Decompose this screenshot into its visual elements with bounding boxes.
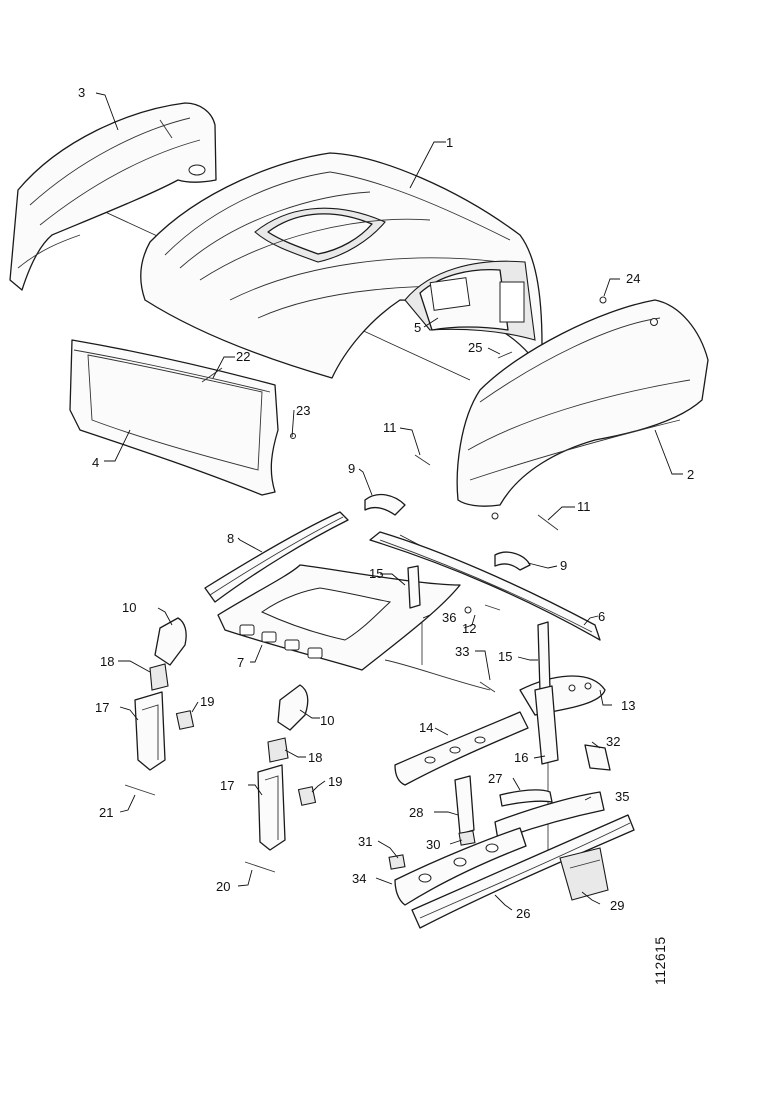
callout-34: 34 <box>352 871 367 886</box>
lower-floor-members <box>388 775 635 929</box>
drawing-reference-number: 112615 <box>652 936 668 985</box>
callout-35: 35 <box>615 789 630 804</box>
callout-33: 33 <box>455 644 470 659</box>
callout-24: 24 <box>626 271 641 286</box>
callout-2: 2 <box>687 467 695 482</box>
callout-15-upper: 15 <box>369 566 384 581</box>
leader-lines <box>95 92 683 911</box>
callout-4: 4 <box>92 455 100 470</box>
callout-19-right: 19 <box>328 774 343 789</box>
callout-23: 23 <box>296 403 311 418</box>
callout-6: 6 <box>598 609 606 624</box>
callout-14: 14 <box>419 720 434 735</box>
callout-16: 16 <box>514 750 529 765</box>
callout-32: 32 <box>606 734 621 749</box>
right-roof-side-panel <box>456 299 709 520</box>
callout-18-left: 18 <box>100 654 115 669</box>
callout-22: 22 <box>236 349 251 364</box>
callout-21: 21 <box>99 805 114 820</box>
callout-11-upper: 11 <box>383 420 397 435</box>
roof-frame <box>217 564 461 671</box>
callout-18-right: 18 <box>308 750 323 765</box>
callout-36: 36 <box>442 610 457 625</box>
callout-29: 29 <box>610 898 625 913</box>
callout-9-upper: 9 <box>348 461 356 476</box>
callout-20: 20 <box>216 879 231 894</box>
callout-31: 31 <box>358 834 373 849</box>
cross-member <box>394 711 529 786</box>
callout-10-left: 10 <box>122 600 137 615</box>
callout-12: 12 <box>462 621 477 636</box>
callout-8: 8 <box>227 531 235 546</box>
left-roof-rail <box>204 511 349 603</box>
main-roof-panel <box>140 152 543 379</box>
callout-19-left: 19 <box>200 694 215 709</box>
callout-30: 30 <box>426 837 441 852</box>
callout-17-left: 17 <box>95 700 110 715</box>
bracket-strip-33 <box>384 659 496 693</box>
left-pillar-assembly <box>124 617 195 796</box>
callout-27: 27 <box>488 771 503 786</box>
callout-9-lower: 9 <box>560 558 568 573</box>
callout-7: 7 <box>237 655 245 670</box>
upright-pillars <box>407 565 559 765</box>
callout-3: 3 <box>78 85 86 100</box>
small-fasteners-middle <box>464 604 501 614</box>
callout-26: 26 <box>516 906 531 921</box>
callout-17-right: 17 <box>220 778 235 793</box>
rear-roof-rail <box>369 531 601 641</box>
callout-28: 28 <box>409 805 424 820</box>
right-rail-section <box>519 675 606 716</box>
callout-25: 25 <box>468 340 483 355</box>
callout-10-right: 10 <box>320 713 335 728</box>
left-roof-side-panel <box>9 102 217 291</box>
callout-13: 13 <box>621 698 636 713</box>
callout-11-lower: 11 <box>577 499 591 514</box>
upper-brackets <box>364 454 559 571</box>
right-pillar-assembly <box>244 684 317 873</box>
small-fasteners-upper <box>201 296 607 439</box>
front-roof-panel <box>69 339 279 496</box>
callout-1: 1 <box>446 135 454 150</box>
callout-15-lower: 15 <box>498 649 513 664</box>
callout-5: 5 <box>414 320 422 335</box>
